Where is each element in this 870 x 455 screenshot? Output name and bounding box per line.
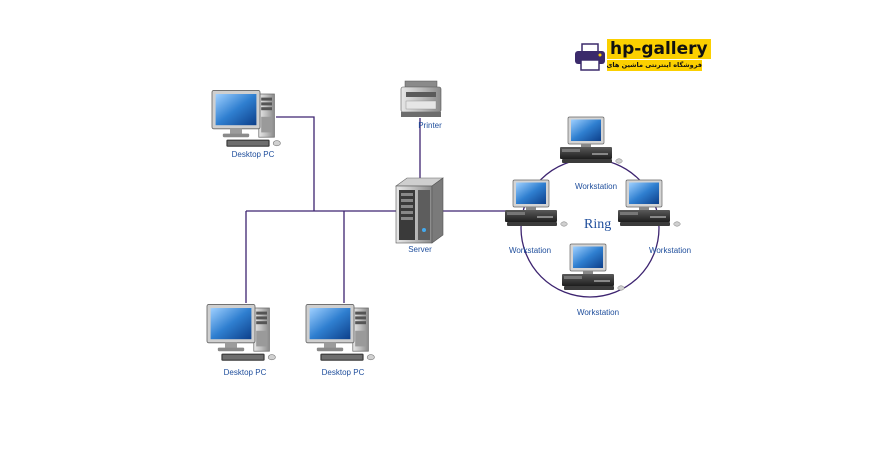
workstation-right xyxy=(617,179,681,227)
label-server: Server xyxy=(408,245,432,254)
label-desktop-bottom-left: Desktop PC xyxy=(223,368,267,377)
desktop-pc-bottom-left xyxy=(206,303,276,362)
workstation-left xyxy=(504,179,568,227)
workstation-top xyxy=(559,116,623,164)
workstation-bottom xyxy=(561,243,625,291)
printer-device xyxy=(400,80,442,117)
label-desktop-bottom-mid: Desktop PC xyxy=(321,368,365,377)
server-device xyxy=(395,177,444,244)
desktop-pc-top xyxy=(211,89,281,148)
brand-logo: hp-gallery فروشگاه اینترنتی ماشین های اد… xyxy=(574,38,711,74)
printer-logo-icon xyxy=(575,43,605,71)
label-desktop-top: Desktop PC xyxy=(231,150,275,159)
label-workstation-bottom: Workstation xyxy=(576,308,620,317)
label-printer: Printer xyxy=(418,121,442,130)
brand-name: hp-gallery xyxy=(607,39,711,59)
brand-tagline: فروشگاه اینترنتی ماشین های اداری xyxy=(607,60,702,71)
link-desktop-top xyxy=(276,116,315,211)
label-ring: Ring xyxy=(584,217,612,232)
label-workstation-top: Workstation xyxy=(574,182,618,191)
bus-lines xyxy=(245,116,513,303)
desktop-pc-bottom-mid xyxy=(305,303,375,362)
label-workstation-right: Workstation xyxy=(648,246,692,255)
label-workstation-left: Workstation xyxy=(508,246,552,255)
